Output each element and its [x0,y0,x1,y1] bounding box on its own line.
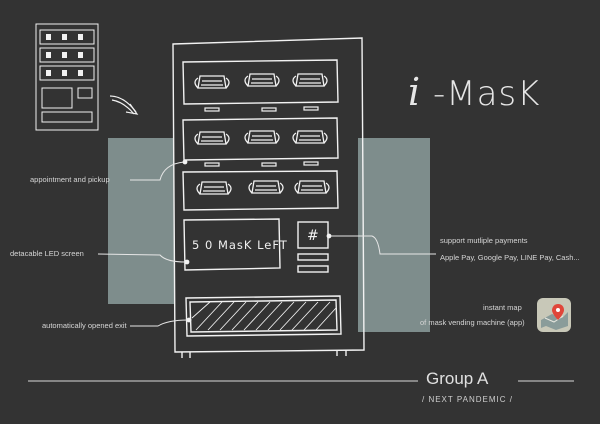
mask-icon [292,73,328,87]
mask-icon [292,130,328,144]
exit-hatching [191,301,337,331]
mask-icon [248,180,284,194]
mask-icon [194,75,230,89]
callout-map-line2: of mask vending machine (app) [420,318,525,327]
app-title: i -MasK [408,70,540,114]
callout-payments-list: Apple Pay, Google Pay, LINE Pay, Cash... [440,253,580,262]
arrow-icon [109,95,139,115]
payment-keypad-glyph: # [307,228,319,244]
callout-appointment: appointment and pickup [30,175,110,184]
mask-icon [196,181,232,195]
title-i: i [408,70,422,114]
led-screen-text: 5 0 MasK LeFT [192,238,288,252]
mask-icon [244,130,280,144]
map-pin-icon [537,298,571,332]
backdrop-panel-left [108,138,174,304]
callout-led-screen: detacable LED screen [10,249,84,258]
mask-icon [294,180,330,194]
mask-icon [244,73,280,87]
mask-icon [194,131,230,145]
callout-lines [97,161,436,327]
callout-map-line1: instant map [483,303,522,312]
callout-payments-title: support mutliple payments [440,236,528,245]
callout-exit: automatically opened exit [42,321,127,330]
title-rest: -MasK [432,74,541,114]
thumbnail-machine [35,23,99,131]
backdrop-panel-right [358,138,430,332]
project-subtitle: / NEXT PANDEMIC / [422,395,513,404]
callout-dots [182,159,332,323]
group-label: Group A [426,369,489,388]
